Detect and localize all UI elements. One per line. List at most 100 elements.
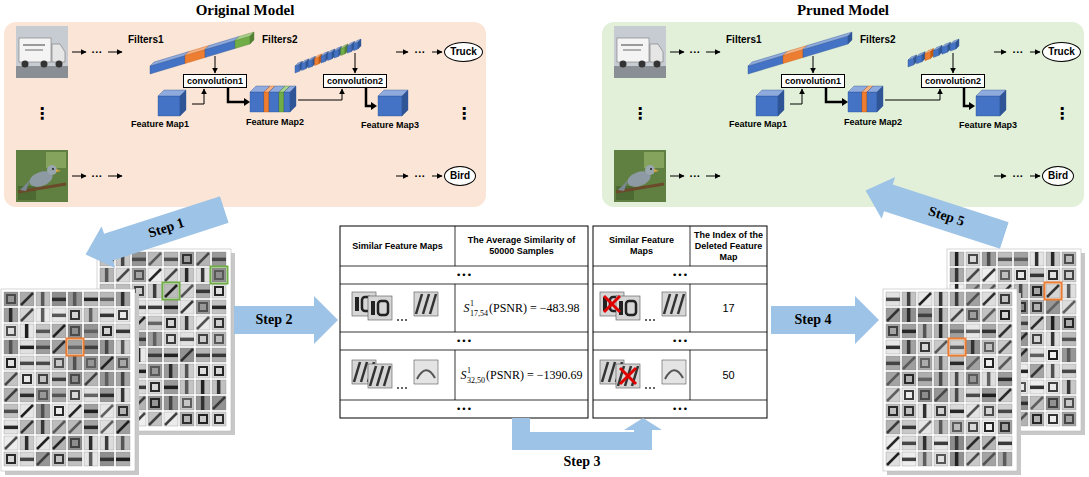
tile-pattern [1049, 399, 1057, 407]
table [593, 226, 767, 418]
feature-map-tile [950, 388, 964, 402]
step-arrow-shape [79, 189, 231, 276]
formula-superscript: 1 [467, 366, 471, 375]
bird-head [645, 165, 655, 175]
tile-pattern [887, 373, 899, 385]
feature-map-tile [20, 340, 34, 354]
feature-map-tile [998, 252, 1012, 266]
truck-wheel [654, 61, 661, 68]
tile-pattern [100, 458, 114, 462]
tile-pattern [53, 341, 65, 353]
feature-map-tile [84, 420, 98, 434]
flow-arrow [228, 88, 244, 102]
tile-pattern [119, 407, 127, 415]
feature-map-tile [20, 372, 34, 386]
feature-map-tile [68, 404, 82, 418]
feature-map-tile [4, 292, 18, 306]
tile-pattern [1051, 364, 1055, 378]
grid-shadow [887, 293, 1021, 475]
tile-pattern [985, 423, 993, 431]
feature-map-tile [950, 268, 964, 282]
tile-pattern [55, 455, 63, 463]
tile-pattern [1062, 338, 1076, 342]
feature-map-tile [998, 308, 1012, 322]
feature-map-tile [1030, 364, 1044, 378]
feature-map-thumbnail [600, 292, 624, 316]
tile-pattern [950, 330, 964, 334]
dot [397, 387, 399, 389]
feature-map-tile [36, 308, 50, 322]
table-rule [340, 284, 588, 285]
panel-title: Original Model [4, 2, 486, 19]
feature-map-tile [20, 388, 34, 402]
tile-pattern [201, 396, 205, 410]
tile-pattern [939, 292, 943, 306]
formula-symbol: S [460, 368, 466, 382]
flow-arrow [432, 52, 442, 53]
tile-pattern [52, 314, 66, 318]
feature-map-tile [966, 420, 980, 434]
feature-map-tile [164, 412, 178, 426]
tile-pattern [37, 437, 49, 449]
dot [653, 387, 655, 389]
tile-pattern [1049, 351, 1057, 359]
tile-pattern [21, 421, 33, 433]
feature-map-tile [116, 308, 130, 322]
feature-map-tile [116, 340, 130, 354]
truck-wheel [639, 61, 646, 68]
vertical-ellipsis: ⋮ [456, 105, 472, 123]
tile-pattern [999, 341, 1011, 353]
feature-map-tile [116, 452, 130, 466]
tile-pattern [1051, 332, 1055, 346]
feature-map-tile [966, 356, 980, 370]
feature-map-tile [116, 404, 130, 418]
tile-pattern [68, 458, 82, 462]
tile-pattern [966, 394, 980, 398]
tile-pattern [121, 340, 125, 354]
step-arrow-shape [771, 296, 879, 344]
tile-pattern [84, 346, 98, 350]
feature-map-tile [180, 348, 194, 362]
feature-map-tile [4, 436, 18, 450]
tile-pattern [199, 415, 207, 423]
dot [405, 387, 407, 389]
feature-map-grid [1, 289, 139, 475]
thumbnail-pattern [370, 366, 376, 386]
cube-face [803, 32, 852, 50]
feature-map-tile [886, 404, 900, 418]
tile-pattern [69, 421, 81, 433]
delete-mark [604, 296, 620, 312]
tile-pattern [918, 314, 932, 318]
feature-map-tile [100, 356, 114, 370]
tile-pattern [969, 375, 977, 383]
tile-pattern [5, 373, 17, 385]
feature-map-tile [982, 308, 996, 322]
bird-beak [654, 169, 659, 172]
tile-pattern [100, 314, 114, 318]
tile-pattern [84, 298, 98, 302]
feature-map-tile [148, 268, 162, 282]
tile-pattern [167, 319, 175, 327]
table-rule [593, 266, 767, 267]
table-ellipsis: ••• [672, 336, 688, 347]
tile-pattern [101, 405, 113, 417]
tile-pattern [153, 284, 157, 298]
tile-pattern [169, 396, 173, 410]
tile-pattern [89, 452, 93, 466]
tile-pattern [197, 317, 209, 329]
cube-face [748, 52, 787, 67]
cube-face [948, 42, 951, 52]
tile-pattern [119, 311, 127, 319]
tile-pattern [939, 420, 943, 434]
truck-stripe [623, 49, 641, 51]
tile-pattern [1033, 303, 1041, 311]
feature-map-tile [966, 404, 980, 418]
feature-map-tile [180, 300, 194, 314]
step-arrow-shape [859, 170, 1011, 257]
flow-arrow [994, 52, 1006, 53]
tile-pattern [1035, 252, 1039, 266]
bird-eye [52, 168, 54, 170]
tile-pattern [985, 407, 993, 415]
feature-map-tile [934, 452, 948, 466]
